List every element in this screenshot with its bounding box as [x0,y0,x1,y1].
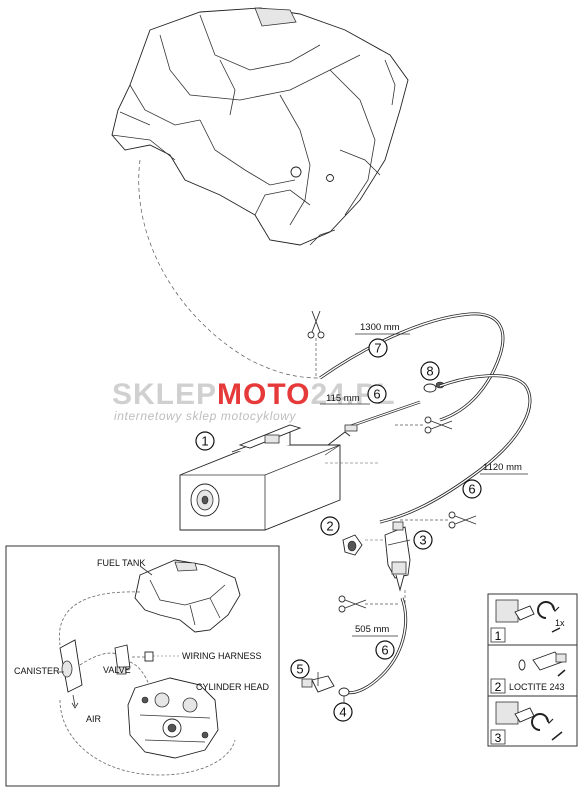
label-air: AIR [86,714,102,724]
step-2-number: 2 [495,680,502,694]
schematic-fuel-tank [134,559,241,633]
callout-8: 8 [420,361,440,381]
schematic-canister [59,639,83,693]
callout-6b: 6 [462,479,482,499]
callout-6a: 6 [367,384,387,404]
svg-text:8: 8 [426,364,433,379]
svg-text:6: 6 [373,387,380,402]
callout-5: 5 [290,659,310,679]
watermark-part1: SKLEP [112,378,217,411]
svg-text:SKLEPMOTO24.PL: SKLEPMOTO24.PL [112,378,396,411]
steps-inset: 1 1x 2 LOCTITE 243 3 [487,593,578,747]
scissors-icon [448,511,477,529]
scissors-icon [307,310,325,339]
dimension-hose6-bottom: 505 mm [355,624,389,635]
step-1-note: 1x [555,618,565,628]
step-1: 1 1x [490,599,565,643]
scissors-icon [338,595,367,613]
hose-6-bottom [344,597,408,695]
valve-3 [384,521,411,592]
clip-2 [342,534,363,556]
callout-3: 3 [413,530,433,550]
watermark-tagline: internetowy sklep motocyklowy [114,409,297,423]
label-canister: CANISTER [14,666,60,676]
label-valve: VALVE [103,665,131,675]
label-wiring-harness: WIRING HARNESS [182,651,262,661]
callout-2: 2 [320,516,340,536]
fuel-tank-drawing [111,7,409,246]
label-cylinder-head: CYLINDER HEAD [196,682,270,692]
step-1-number: 1 [495,629,502,643]
fitting-5 [301,675,335,693]
dimension-hose7: 1300 mm [360,322,400,333]
svg-text:6: 6 [468,482,475,497]
callout-1: 1 [195,431,215,451]
svg-text:2: 2 [326,519,333,534]
watermark-part2: MOTO [217,378,310,411]
schematic-cylinder-head [127,677,219,759]
scissors-icon [424,416,453,434]
callout-7: 7 [368,338,388,358]
step-3-number: 3 [495,731,502,745]
hose-6-long [379,374,532,524]
clamp-4 [338,687,350,697]
watermark-logo: SKLEPMOTO24.PL internetowy sklep motocyk… [112,378,396,423]
step-2-note: LOCTITE 243 [509,682,565,692]
schematic-inset: FUEL TANK CANISTER AIR VALVE WIRING HARN… [5,545,280,787]
dimension-hose6-short: 115 mm [326,393,360,404]
svg-text:5: 5 [296,662,303,677]
step-3: 3 [490,701,563,745]
callout-6c: 6 [375,640,395,660]
step-2: 2 LOCTITE 243 [490,651,567,694]
svg-text:7: 7 [374,341,381,356]
svg-text:4: 4 [339,705,346,720]
dimension-hose6-long: 1120 mm [483,462,522,473]
schematic-valve [114,644,131,675]
schematic-connector [144,651,154,662]
svg-text:6: 6 [381,643,388,658]
callout-4: 4 [333,702,353,722]
label-fuel-tank: FUEL TANK [97,558,145,568]
canister-1 [179,424,358,531]
svg-text:1: 1 [201,434,208,449]
tank-connection-dashed [138,159,321,379]
svg-text:3: 3 [419,533,426,548]
